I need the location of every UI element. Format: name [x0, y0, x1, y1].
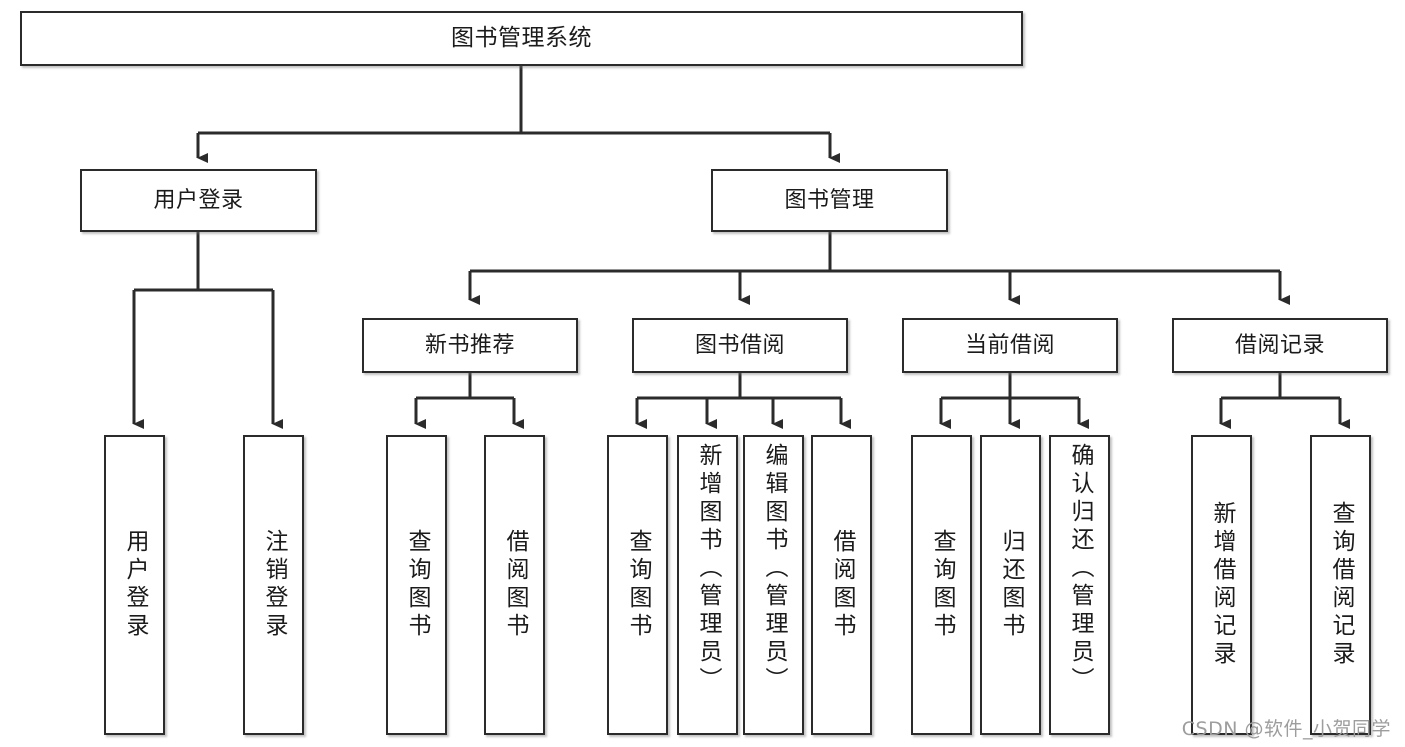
- node-leaf-borrow-book[interactable]: 借阅图书: [811, 435, 872, 735]
- node-label: 新书推荐: [424, 332, 515, 358]
- node-label: 用户登录: [122, 529, 148, 641]
- node-user-login[interactable]: 用户登录: [80, 169, 317, 232]
- node-label: 查询图书: [404, 529, 430, 641]
- node-leaf-query-book-current[interactable]: 查询图书: [911, 435, 972, 735]
- node-root-system[interactable]: 图书管理系统: [20, 11, 1023, 66]
- node-label: 编辑图书（管理员）: [761, 443, 787, 695]
- node-label: 查询借阅记录: [1328, 501, 1354, 669]
- csdn-watermark: CSDN @软件_小贺同学: [1181, 718, 1391, 740]
- node-book-management[interactable]: 图书管理: [711, 169, 948, 232]
- node-label: 确认归还（管理员）: [1067, 443, 1093, 695]
- node-label: 用户登录: [153, 187, 244, 213]
- node-label: 新增图书（管理员）: [695, 443, 721, 695]
- node-book-borrow[interactable]: 图书借阅: [632, 318, 848, 373]
- node-leaf-query-book-recommend[interactable]: 查询图书: [386, 435, 447, 735]
- node-leaf-borrow-book-recommend[interactable]: 借阅图书: [484, 435, 545, 735]
- node-label: 借阅图书: [502, 529, 528, 641]
- node-leaf-add-borrow-record[interactable]: 新增借阅记录: [1191, 435, 1252, 735]
- node-label: 当前借阅: [964, 332, 1055, 358]
- node-leaf-add-book-admin[interactable]: 新增图书（管理员）: [677, 435, 738, 735]
- node-new-book-recommend[interactable]: 新书推荐: [362, 318, 578, 373]
- node-label: 图书管理: [784, 187, 875, 213]
- node-label: 归还图书: [998, 529, 1024, 641]
- node-borrow-record[interactable]: 借阅记录: [1172, 318, 1388, 373]
- node-leaf-confirm-return-admin[interactable]: 确认归还（管理员）: [1049, 435, 1110, 735]
- node-leaf-edit-book-admin[interactable]: 编辑图书（管理员）: [743, 435, 804, 735]
- node-label: 借阅记录: [1234, 332, 1325, 358]
- node-leaf-user-login[interactable]: 用户登录: [104, 435, 165, 735]
- node-label: 查询图书: [625, 529, 651, 641]
- node-label: 图书借阅: [694, 332, 785, 358]
- node-leaf-query-borrow-record[interactable]: 查询借阅记录: [1310, 435, 1371, 735]
- node-leaf-query-book-borrow[interactable]: 查询图书: [607, 435, 668, 735]
- node-leaf-return-book[interactable]: 归还图书: [980, 435, 1041, 735]
- node-label: 新增借阅记录: [1209, 501, 1235, 669]
- node-label: 查询图书: [929, 529, 955, 641]
- node-current-borrow[interactable]: 当前借阅: [902, 318, 1118, 373]
- node-label: 借阅图书: [829, 529, 855, 641]
- node-leaf-logout-login[interactable]: 注销登录: [243, 435, 304, 735]
- node-label: 注销登录: [261, 529, 287, 641]
- node-label: 图书管理系统: [451, 24, 592, 51]
